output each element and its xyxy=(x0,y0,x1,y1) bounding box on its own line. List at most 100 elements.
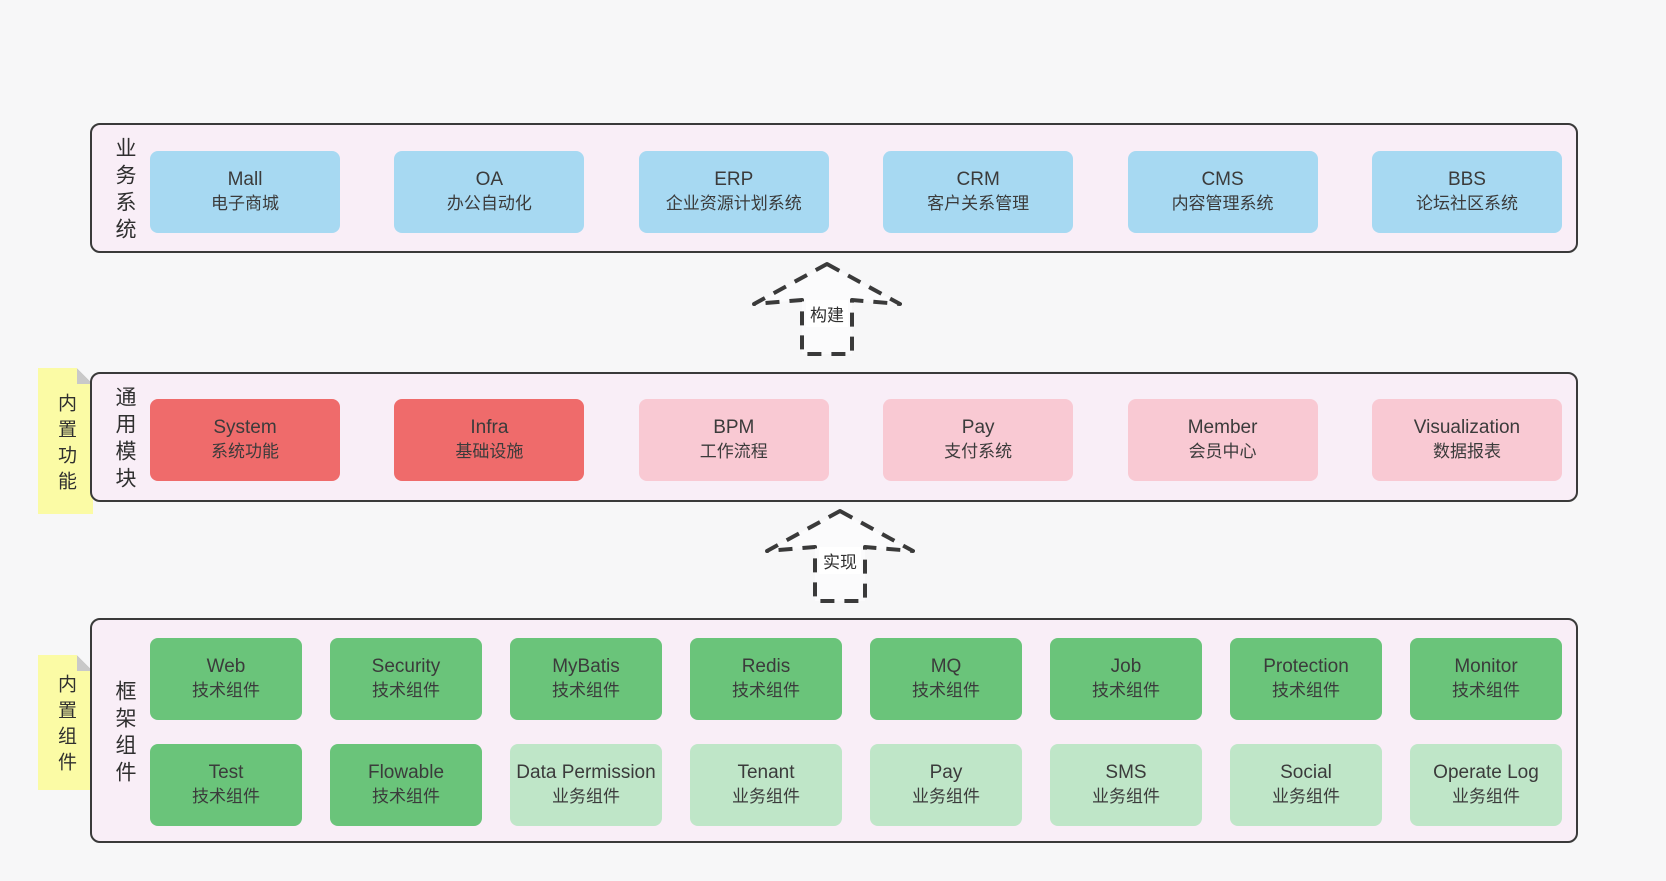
box-title: Web xyxy=(206,656,246,678)
box-subtitle: 技术组件 xyxy=(1092,680,1160,700)
box-title: Mall xyxy=(227,169,263,191)
box-title: CRM xyxy=(956,169,1000,191)
box-title: Tenant xyxy=(737,762,795,784)
box-title: SMS xyxy=(1105,762,1147,784)
box-title: Member xyxy=(1187,417,1258,439)
box-title: Redis xyxy=(741,656,791,678)
build-arrow-label: 构建 xyxy=(806,300,848,327)
implement-arrow: 实现 xyxy=(765,507,915,607)
box-title: BPM xyxy=(713,417,755,439)
box-title: MyBatis xyxy=(552,656,620,678)
box-subtitle: 业务组件 xyxy=(1092,786,1160,806)
sticky-note-builtin-components: 内置组件 xyxy=(38,655,93,790)
box-subtitle: 技术组件 xyxy=(192,786,260,806)
box-title: Security xyxy=(371,656,441,678)
box-subtitle: 工作流程 xyxy=(699,441,768,461)
sticky-note-builtin-features: 内置功能 xyxy=(38,368,93,514)
box-subtitle: 电子商城 xyxy=(211,193,279,213)
box-subtitle: 企业资源计划系统 xyxy=(665,193,802,213)
box-subtitle: 系统功能 xyxy=(211,441,279,461)
box-subtitle: 业务组件 xyxy=(912,786,980,806)
sticky-note-text: 内置组件 xyxy=(55,674,76,778)
section-label-framework-components: 框架组件 xyxy=(113,679,136,788)
box-title: Job xyxy=(1110,656,1142,678)
box-subtitle: 业务组件 xyxy=(1272,786,1340,806)
box-subtitle: 技术组件 xyxy=(192,680,260,700)
build-arrow: 构建 xyxy=(752,260,902,360)
box-title: System xyxy=(213,417,277,439)
section-label-common-modules: 通用模块 xyxy=(113,386,136,494)
box-subtitle: 技术组件 xyxy=(372,680,440,700)
box-title: ERP xyxy=(714,169,754,191)
box-title: Social xyxy=(1280,762,1332,784)
box-subtitle: 技术组件 xyxy=(552,680,620,700)
box-subtitle: 数据报表 xyxy=(1432,441,1501,461)
box-title: Flowable xyxy=(367,762,445,784)
box-subtitle: 技术组件 xyxy=(732,680,800,700)
box-title: Pay xyxy=(961,417,995,439)
box-title: Test xyxy=(208,762,244,784)
box-title: MQ xyxy=(930,656,962,678)
box-subtitle: 业务组件 xyxy=(552,786,620,806)
implement-arrow-label: 实现 xyxy=(819,547,861,574)
box-subtitle: 办公自动化 xyxy=(446,193,532,213)
box-subtitle: 基础设施 xyxy=(455,441,524,461)
box-title: Monitor xyxy=(1454,656,1518,678)
box-title: Data Permission xyxy=(516,762,656,784)
box-subtitle: 技术组件 xyxy=(1452,680,1520,700)
box-title: Operate Log xyxy=(1433,762,1539,784)
box-subtitle: 业务组件 xyxy=(732,786,800,806)
box-subtitle: 技术组件 xyxy=(372,786,440,806)
box-title: OA xyxy=(475,169,504,191)
box-subtitle: 技术组件 xyxy=(1272,680,1340,700)
box-subtitle: 内容管理系统 xyxy=(1171,193,1274,213)
box-subtitle: 论坛社区系统 xyxy=(1415,193,1518,213)
box-subtitle: 支付系统 xyxy=(944,441,1013,461)
box-title: Protection xyxy=(1263,656,1349,678)
box-subtitle: 业务组件 xyxy=(1452,786,1520,806)
box-title: BBS xyxy=(1447,169,1486,191)
sticky-note-text: 内置功能 xyxy=(55,392,76,497)
box-title: Pay xyxy=(929,762,963,784)
box-title: Infra xyxy=(470,417,509,439)
section-label-business-systems: 业务系统 xyxy=(113,137,136,245)
box-title: CMS xyxy=(1201,169,1244,191)
box-subtitle: 会员中心 xyxy=(1188,441,1257,461)
box-title: Visualization xyxy=(1413,417,1521,439)
box-subtitle: 客户关系管理 xyxy=(927,193,1030,213)
